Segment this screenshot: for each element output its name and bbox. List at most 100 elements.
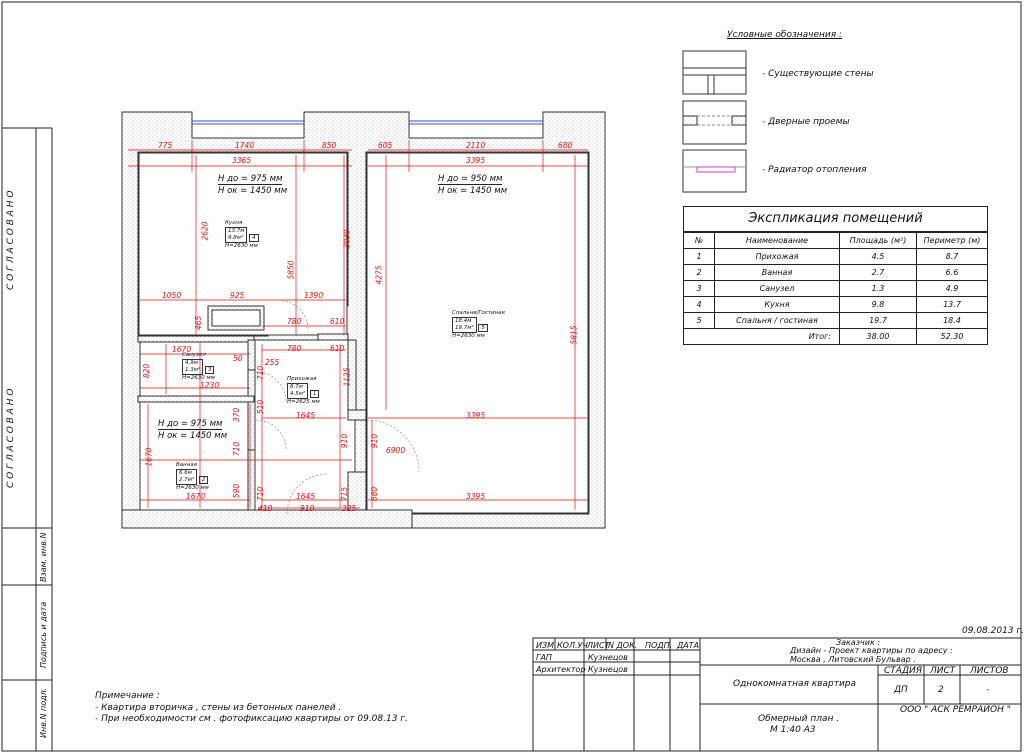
- header-area: Площадь (м²): [839, 232, 917, 249]
- room-area: 19.7м²: [455, 325, 474, 331]
- dim-label: 850: [322, 141, 337, 150]
- tb-stage-label: СТАДИЯ: [884, 666, 922, 676]
- tb-object: Однокомнатная квартира: [733, 679, 857, 689]
- dim-label: 2110: [466, 141, 486, 150]
- dim-label: 1230: [200, 381, 220, 390]
- dim-label: 590: [232, 483, 242, 499]
- table-row: 2 Ванная 2.7 6.6: [684, 264, 987, 281]
- dim-label: 3395: [466, 411, 486, 420]
- cell-no: 5: [684, 312, 715, 329]
- cell-perimeter: 4.9: [916, 280, 987, 297]
- kitchen-door-height: H до = 975 мм: [218, 174, 283, 185]
- dim-label: 5815: [569, 325, 579, 345]
- tb-company: ООО " АСК РЕМРАЙОН ": [900, 705, 1011, 715]
- dim-label: 715: [340, 486, 350, 502]
- tb-sheet-label: ЛИСТ: [930, 666, 956, 676]
- tb-role-1: ГАП: [536, 653, 552, 662]
- dim-label: 5850: [286, 260, 296, 280]
- stamp-inv: Инв.N подл.: [39, 687, 48, 738]
- table-total-row: Итог: 38.00 52.30: [684, 328, 987, 344]
- room-area: 4.5м²: [290, 391, 306, 397]
- cell-name: Кухня: [714, 296, 840, 313]
- tb-project: Дизайн - Проект квартиры по адресу :: [790, 646, 953, 655]
- stamp-vzam: Взам. инв.N: [39, 532, 48, 582]
- dim-label: 1050: [162, 291, 182, 300]
- room-perimeter: 6.6м: [179, 470, 192, 476]
- tb-sheet: 2: [938, 685, 944, 695]
- cell-no: 2: [684, 264, 715, 281]
- room-area: 2.7м²: [179, 477, 195, 483]
- tb-col-ndok: N ДОК.: [608, 641, 638, 650]
- header-name: Наименование: [714, 232, 840, 249]
- dim-label: 1670: [144, 447, 154, 467]
- room-name: Санузел: [182, 352, 206, 358]
- dim-label: 710: [256, 486, 266, 502]
- room-height: H=2630 мм: [225, 243, 258, 249]
- note-line-2: - При необходимости см . фотофиксацию кв…: [95, 714, 408, 724]
- tb-col-list: ЛИСТ: [587, 641, 610, 650]
- dim-label: 610: [330, 344, 345, 353]
- dimension-lines: [128, 140, 588, 510]
- room-area: 1.3м²: [185, 367, 201, 373]
- cell-no: 4: [684, 296, 715, 313]
- dim-label: 6900: [386, 446, 406, 455]
- dim-label: 325: [342, 504, 357, 513]
- legend-label-walls: - Существующие стены: [762, 69, 874, 79]
- cell-area: 19.7: [839, 312, 917, 329]
- cell-perimeter: 13.7: [916, 296, 987, 313]
- notes-heading: Примечание :: [95, 691, 160, 701]
- total-area: 38.00: [839, 328, 917, 344]
- room-area: 9.8м²: [228, 235, 244, 241]
- dim-label: 3395: [466, 156, 486, 165]
- dim-label: 1645: [296, 492, 316, 501]
- cell-perimeter: 18.4: [916, 312, 987, 329]
- dim-label: 910: [340, 433, 350, 449]
- dim-label: 610: [330, 317, 345, 326]
- note-line-1: - Квартира вторичка , стены из бетонных …: [95, 703, 342, 713]
- dim-label: 1740: [235, 141, 255, 150]
- room-perimeter: 18.4м: [455, 318, 472, 324]
- dim-label: 910: [300, 504, 315, 513]
- stamp-podpis: Подпись и дата: [39, 601, 48, 668]
- room-height: H=2630 мм: [176, 485, 209, 491]
- table-row: 5 Спальня / гостиная 19.7 18.4: [684, 312, 987, 329]
- tb-role-2: Архитектор: [536, 665, 586, 674]
- room-number: 5: [478, 324, 488, 332]
- room-number: 1: [309, 390, 320, 398]
- dim-label: 775: [158, 141, 173, 150]
- dim-label: 680: [558, 141, 573, 150]
- total-perimeter: 52.30: [916, 328, 987, 344]
- dim-label: 910: [370, 433, 380, 449]
- table-row: 1 Прихожая 4.5 8.7: [684, 248, 987, 265]
- tb-sheets-label: ЛИСТОВ: [970, 666, 1009, 676]
- cell-perimeter: 8.7: [916, 248, 987, 265]
- cell-name: Спальня / гостиная: [714, 312, 840, 329]
- dim-label: 680: [370, 486, 380, 502]
- dim-label: 1670: [172, 345, 192, 354]
- dim-label: 3030: [342, 229, 352, 249]
- tb-name-1: Кузнецов: [588, 653, 628, 662]
- dim-label: 255: [265, 358, 280, 367]
- bedroom-door-height: H до = 950 мм: [438, 174, 503, 185]
- room-number: 3: [204, 366, 215, 374]
- cell-no: 1: [684, 248, 715, 265]
- dim-label: 2620: [200, 221, 210, 241]
- dim-label: 50: [233, 354, 243, 363]
- room-number: 4: [249, 234, 259, 242]
- dim-label: 370: [232, 407, 242, 423]
- stamp-agreed-2: С О Г Л А С О В А Н О: [6, 388, 16, 488]
- dim-label: 1670: [186, 492, 206, 501]
- room-height: H=2630 мм: [182, 375, 215, 381]
- header-no: №: [684, 232, 715, 249]
- room-name: Кухня: [225, 220, 243, 226]
- dim-label: 1390: [304, 291, 324, 300]
- legend-title: Условные обозначения :: [727, 30, 843, 40]
- dim-label: 3365: [232, 156, 252, 165]
- tb-col-kol: КОЛ.УЧ: [557, 641, 588, 650]
- tb-sheet-title-2: М 1:40 А3: [770, 725, 816, 735]
- tb-customer-label: Заказчик :: [836, 638, 881, 647]
